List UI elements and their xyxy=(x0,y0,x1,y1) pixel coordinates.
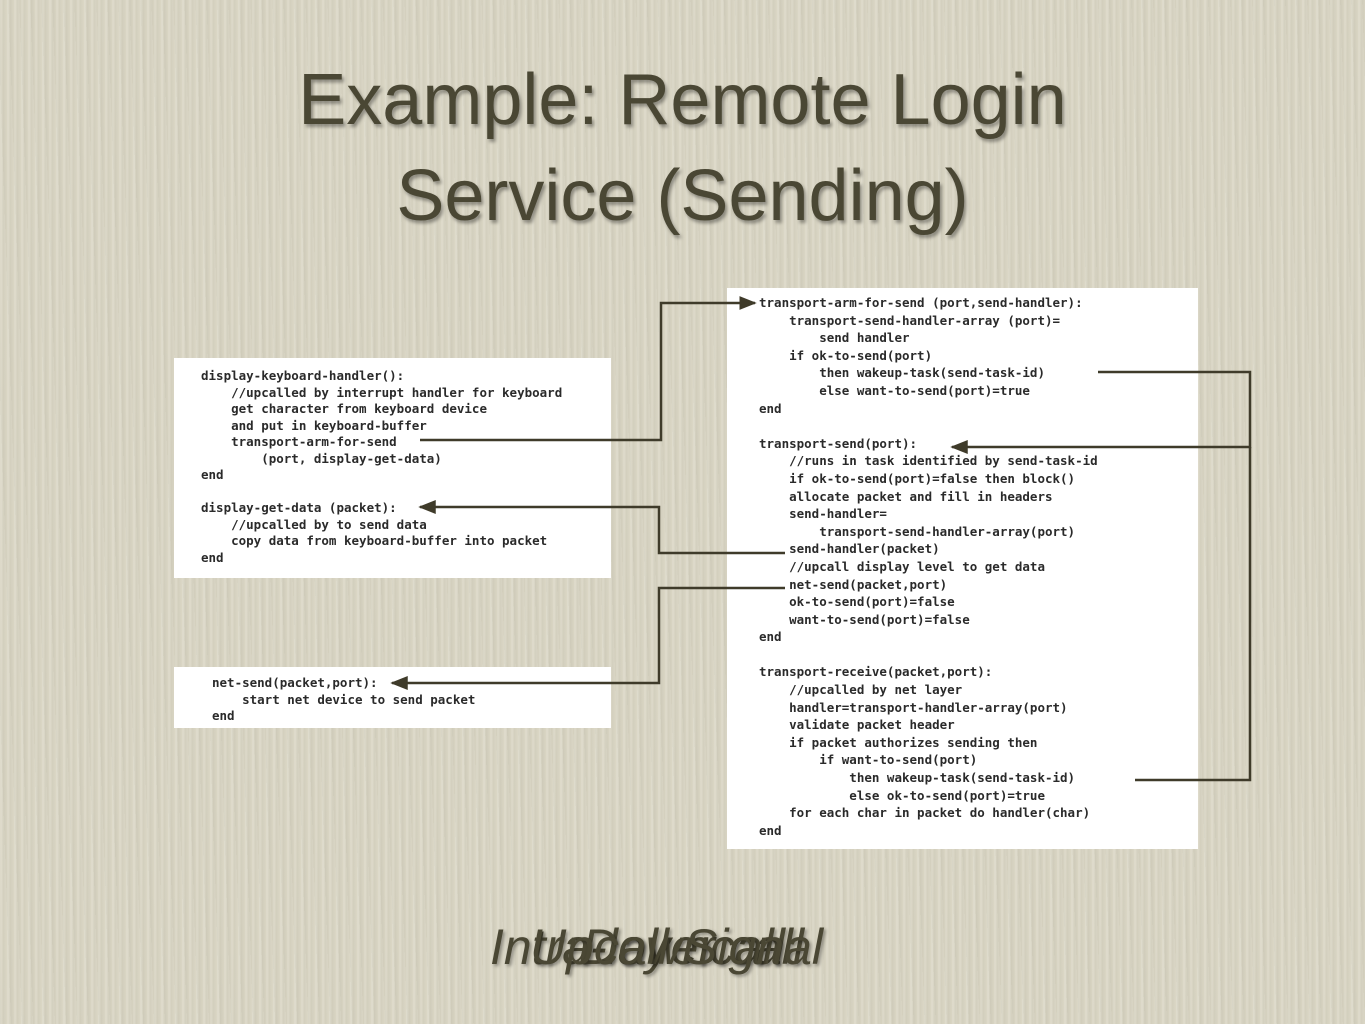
transport-layer-code-panel: transport-arm-for-send (port,send-handle… xyxy=(727,288,1198,849)
slide-title-line-2: Service (Sending) xyxy=(396,156,969,236)
slide-title: Example: Remote Login Service (Sending) xyxy=(0,52,1365,244)
label-signal: Signal xyxy=(684,919,823,975)
net-layer-code-panel: net-send(packet,port): start net device … xyxy=(174,667,611,728)
display-layer-code-panel: display-keyboard-handler(): //upcalled b… xyxy=(174,358,611,578)
slide-title-line-1: Example: Remote Login xyxy=(298,60,1067,140)
label-downcall: Downcall xyxy=(582,919,785,975)
net-layer-code: net-send(packet,port): start net device … xyxy=(212,675,476,723)
overlapping-labels: Intra-layer call Downcall Upcall Signal xyxy=(470,918,890,978)
label-intra-layer-call: Intra-layer call xyxy=(490,919,804,975)
transport-layer-code: transport-arm-for-send (port,send-handle… xyxy=(759,295,1098,838)
label-upcall: Upcall xyxy=(530,919,669,975)
display-layer-code: display-keyboard-handler(): //upcalled b… xyxy=(201,368,563,565)
